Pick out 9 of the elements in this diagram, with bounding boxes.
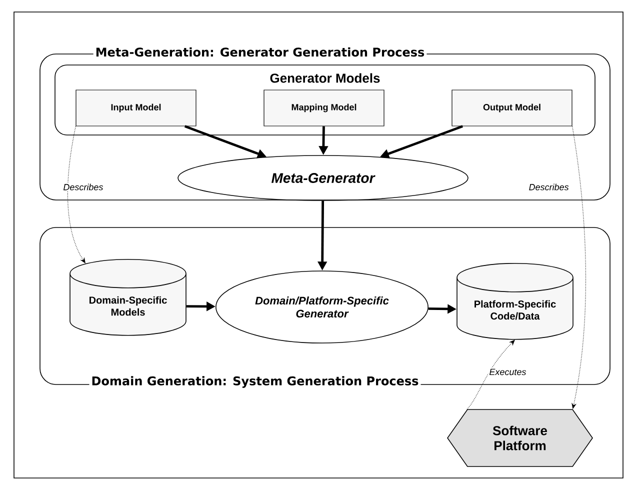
data-cylinder: Domain-Specific Models <box>70 258 186 336</box>
model-box: Mapping Model <box>264 90 384 126</box>
edge-label: Describes <box>63 184 104 190</box>
data-cylinder: Platform-Specific Code/Data <box>456 262 574 340</box>
edge-label: Executes <box>489 368 526 376</box>
edge-label: Describes <box>529 184 569 190</box>
model-box: Output Model <box>452 90 572 126</box>
platform-hexagon: Software Platform <box>447 409 593 467</box>
model-box: Input Model <box>76 90 196 126</box>
